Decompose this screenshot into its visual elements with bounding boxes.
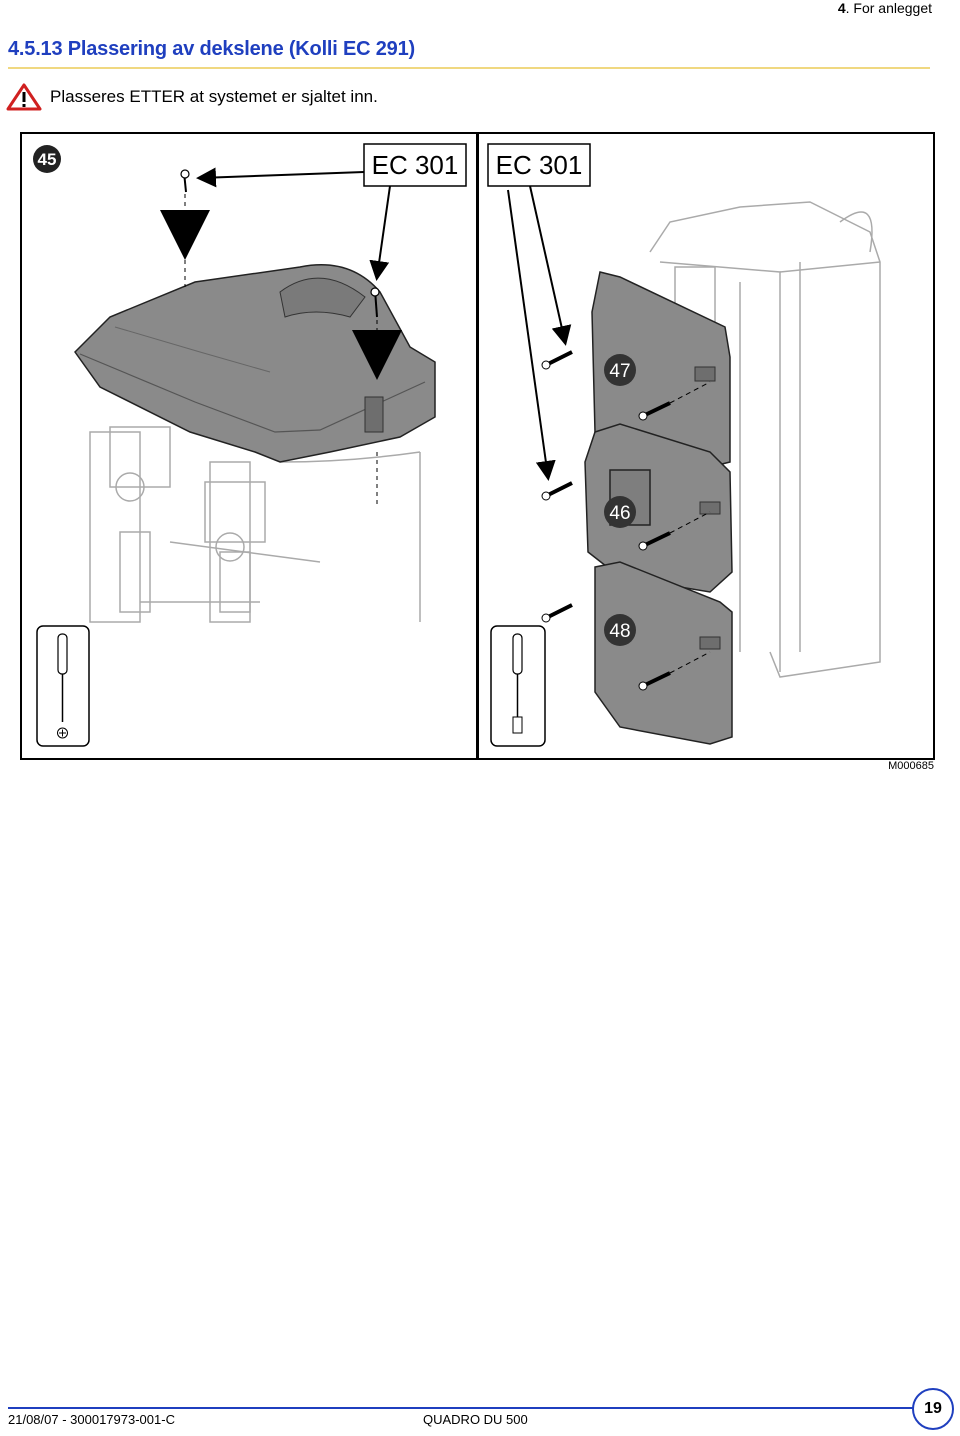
callout-46-badge: 46 — [604, 496, 636, 528]
warning-text: Plasseres ETTER at systemet er sjaltet i… — [50, 87, 378, 106]
callout-arrow-screw-1 — [196, 167, 365, 188]
top-screw-2 — [352, 287, 402, 507]
boiler-frame-left — [89, 426, 421, 623]
svg-text:46: 46 — [609, 503, 630, 524]
callout-arrow-screw-46 — [507, 189, 556, 481]
callout-arrow-screw-2 — [369, 185, 391, 281]
chapter-title: For anlegget — [853, 0, 932, 16]
screwdriver-phillips-icon — [36, 625, 90, 747]
screw-cover-46-left — [541, 481, 573, 501]
page-number: 19 — [912, 1388, 954, 1430]
footer-divider — [8, 1407, 930, 1409]
screw-cover-48-left — [541, 603, 573, 623]
section-divider — [8, 67, 930, 69]
chapter-header: 4. For anlegget — [837, 0, 932, 16]
screw-cover-47-right — [638, 381, 711, 421]
callout-47-badge: 47 — [604, 354, 636, 386]
callout-48-badge: 48 — [604, 614, 636, 646]
cover-installation-figure: 45 EC 301 EC 301 — [20, 132, 935, 760]
callout-arrow-screw-47 — [529, 185, 572, 346]
screwdriver-hex-icon — [490, 625, 546, 747]
svg-text:48: 48 — [609, 621, 630, 642]
left-ec301-label: EC 301 — [363, 143, 467, 187]
boiler-body-right — [649, 201, 881, 678]
warning-note: Plasseres ETTER at systemet er sjaltet i… — [6, 83, 378, 111]
svg-text:45: 45 — [38, 150, 57, 169]
top-cover — [74, 264, 436, 463]
screw-cover-46-right — [638, 511, 711, 551]
section-title: 4.5.13 Plassering av dekslene (Kolli EC … — [8, 38, 415, 60]
figure-reference: M000685 — [888, 760, 934, 772]
svg-text:EC 301: EC 301 — [496, 150, 583, 180]
screw-cover-47-left — [541, 350, 573, 370]
screw-cover-48-right — [638, 651, 711, 691]
warning-triangle-icon — [6, 83, 42, 111]
footer-doc-ref: 21/08/07 - 300017973-001-C — [8, 1412, 175, 1427]
svg-text:47: 47 — [609, 361, 630, 382]
cover-48 — [594, 561, 733, 745]
footer-product: QUADRO DU 500 — [423, 1412, 528, 1427]
chapter-number: 4 — [837, 0, 846, 16]
svg-text:EC 301: EC 301 — [372, 150, 459, 180]
step-45-badge: 45 — [33, 145, 61, 173]
right-ec301-label: EC 301 — [487, 143, 591, 187]
top-screw-1 — [160, 169, 210, 287]
